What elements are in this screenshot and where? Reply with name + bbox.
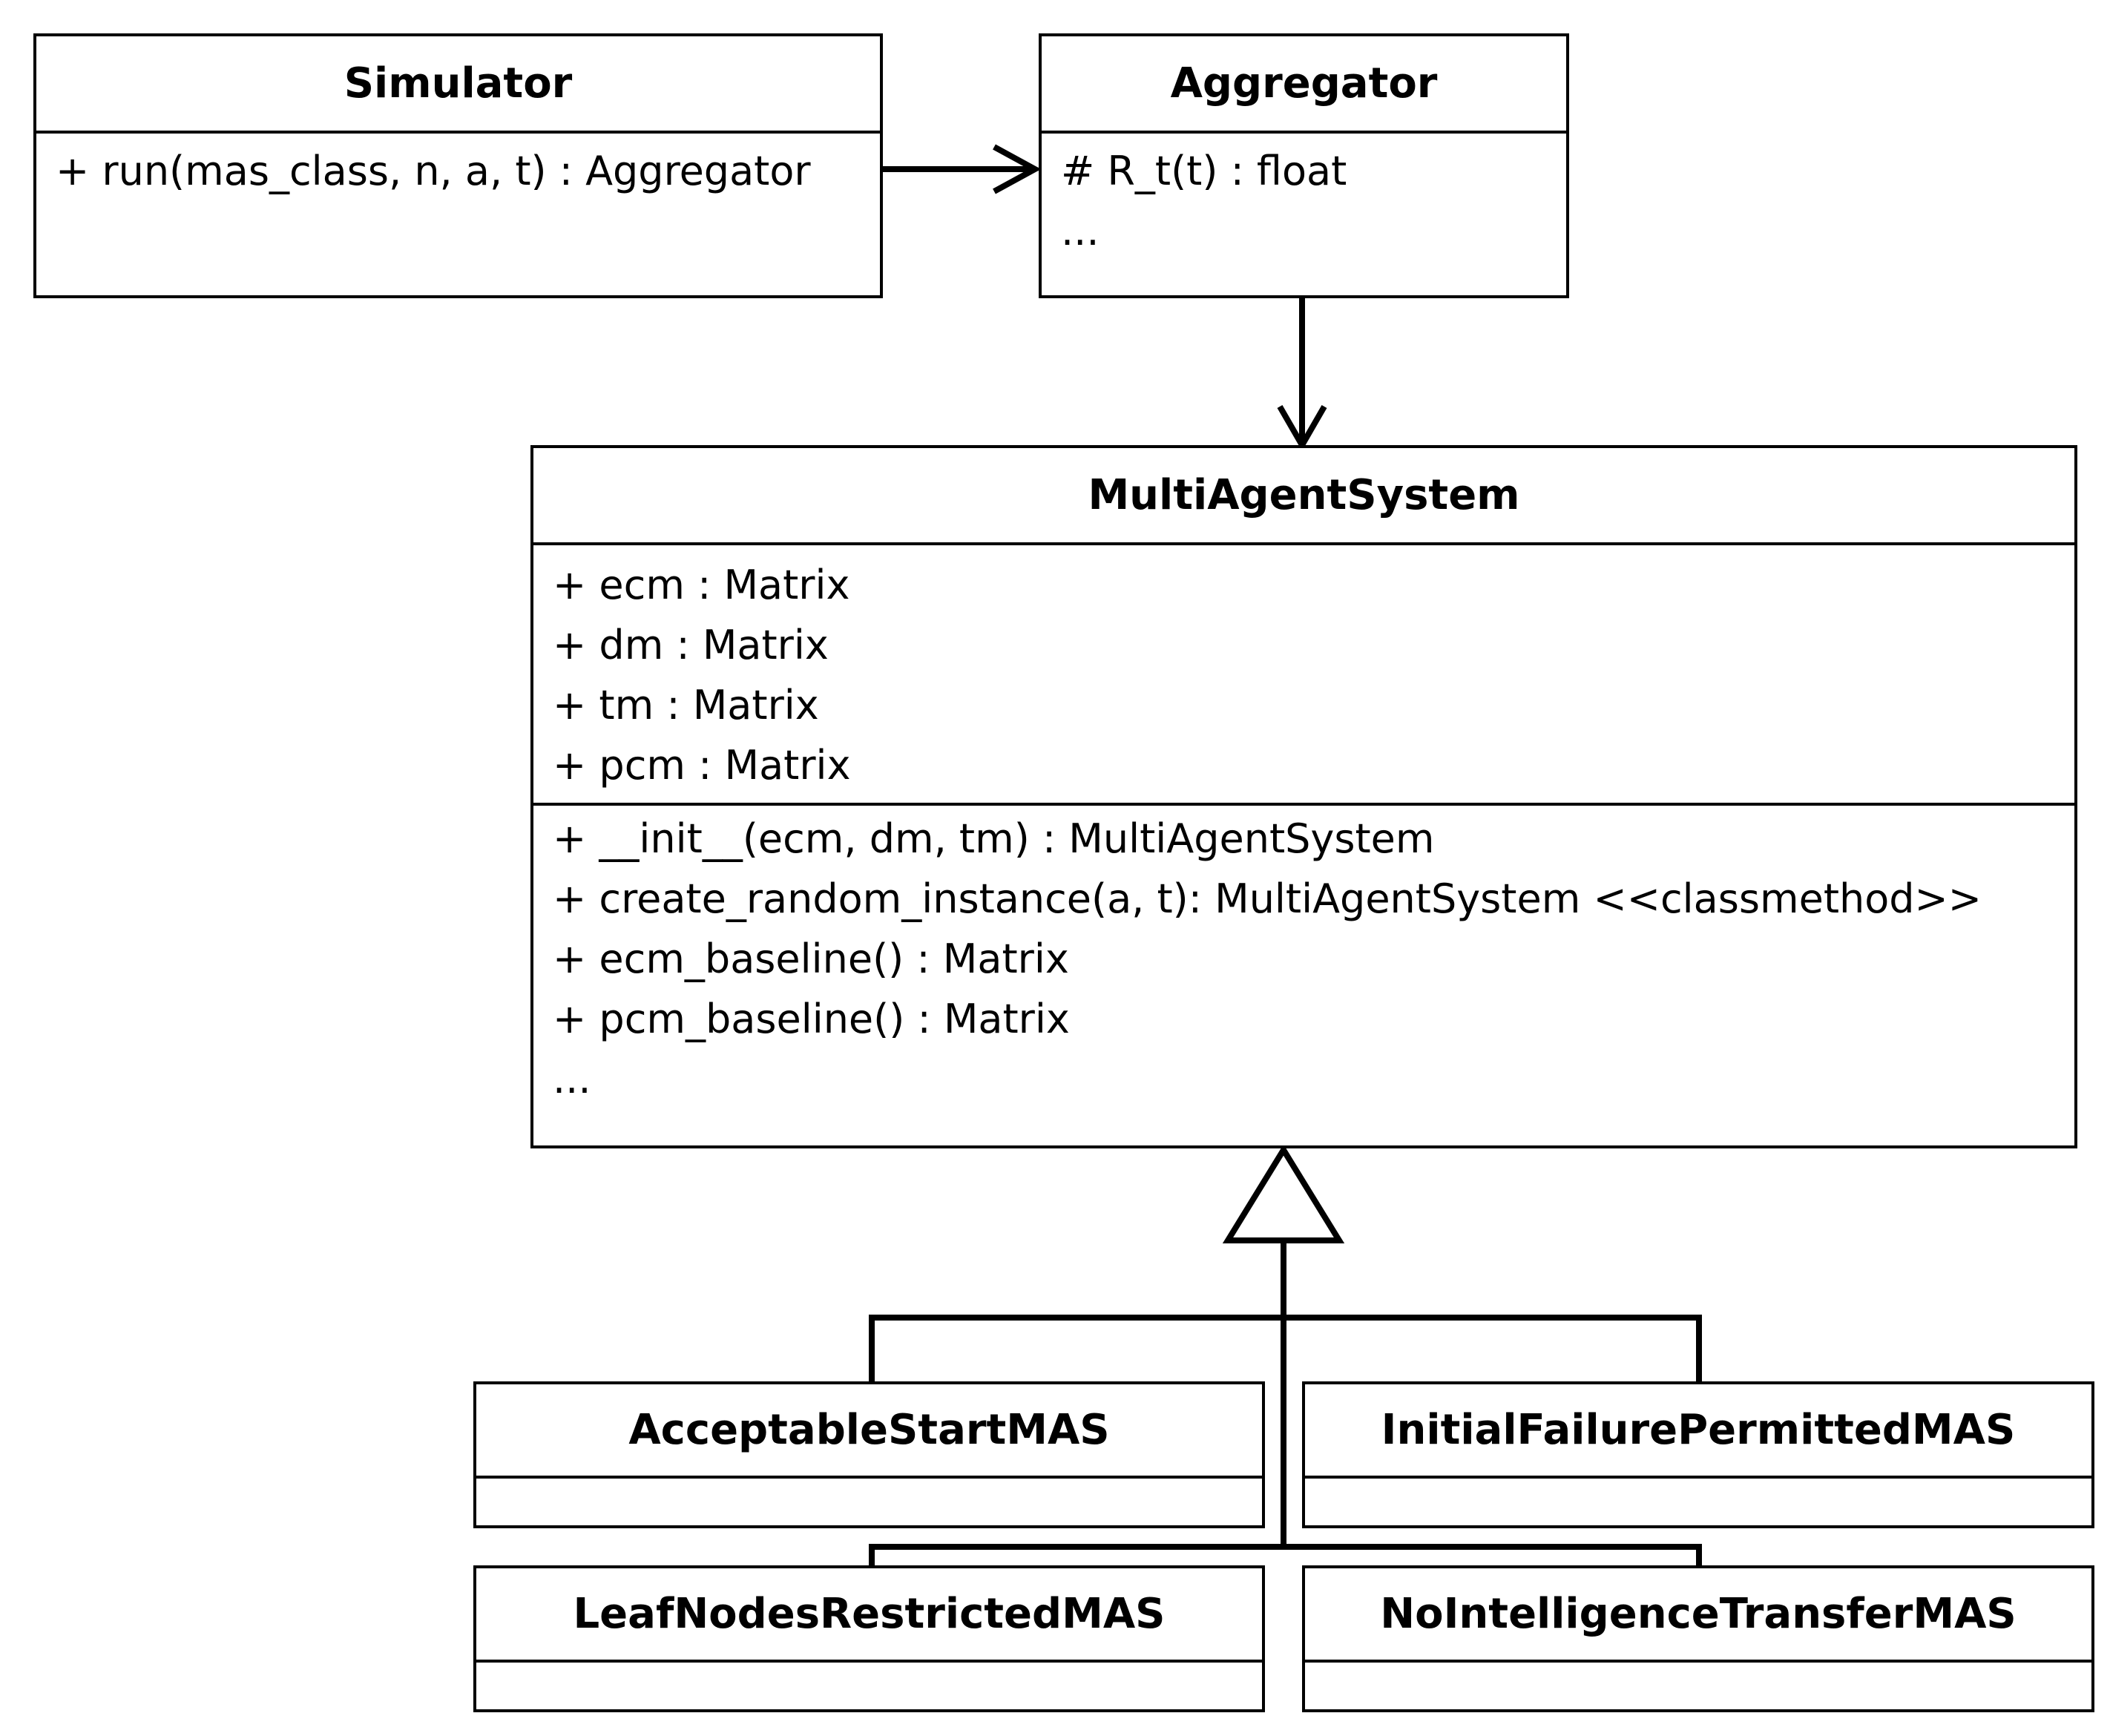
generalization-triangle-icon [1222, 1144, 1345, 1243]
class-name: Simulator [36, 36, 880, 134]
method: # R_t(t) : float [1061, 148, 1347, 194]
class-name: MultiAgentSystem [533, 448, 2074, 545]
method: + __init__(ecm, dm, tm) : MultiAgentSyst… [553, 815, 1435, 862]
attribute: + ecm : Matrix [553, 562, 850, 608]
attributes-section: + ecm : Matrix + dm : Matrix + tm : Matr… [533, 545, 2074, 806]
class-multi-agent-system: MultiAgentSystem + ecm : Matrix + dm : M… [530, 445, 2077, 1148]
method: + pcm_baseline() : Matrix [553, 996, 1070, 1042]
methods-section: # R_t(t) : float ... [1042, 134, 1566, 261]
class-acceptable-start-mas: AcceptableStartMAS [473, 1381, 1265, 1528]
method: + run(mas_class, n, a, t) : Aggregator [56, 148, 811, 194]
class-name: InitialFailurePermittedMAS [1305, 1384, 2091, 1479]
method: + create_random_instance(a, t): MultiAge… [553, 875, 1982, 922]
class-no-intelligence-transfer-mas: NoIntelligenceTransferMAS [1302, 1565, 2094, 1712]
class-name: NoIntelligenceTransferMAS [1305, 1568, 2091, 1663]
attribute: + dm : Matrix [553, 622, 829, 668]
class-name: AcceptableStartMAS [476, 1384, 1262, 1479]
class-aggregator: Aggregator # R_t(t) : float ... [1039, 33, 1569, 298]
methods-section: + __init__(ecm, dm, tm) : MultiAgentSyst… [533, 806, 2074, 1109]
methods-section: + run(mas_class, n, a, t) : Aggregator [36, 134, 880, 201]
method: ... [553, 1056, 591, 1102]
attribute: + pcm : Matrix [553, 742, 851, 789]
arrowhead-simulator-aggregator [993, 144, 1042, 194]
class-leaf-nodes-restricted-mas: LeafNodesRestrictedMAS [473, 1565, 1265, 1712]
class-name: LeafNodesRestrictedMAS [476, 1568, 1262, 1663]
class-name: Aggregator [1042, 36, 1566, 134]
method: ... [1061, 208, 1100, 254]
attribute: + tm : Matrix [553, 682, 819, 729]
class-simulator: Simulator + run(mas_class, n, a, t) : Ag… [33, 33, 883, 298]
class-initial-failure-permitted-mas: InitialFailurePermittedMAS [1302, 1381, 2094, 1528]
method: + ecm_baseline() : Matrix [553, 936, 1069, 982]
